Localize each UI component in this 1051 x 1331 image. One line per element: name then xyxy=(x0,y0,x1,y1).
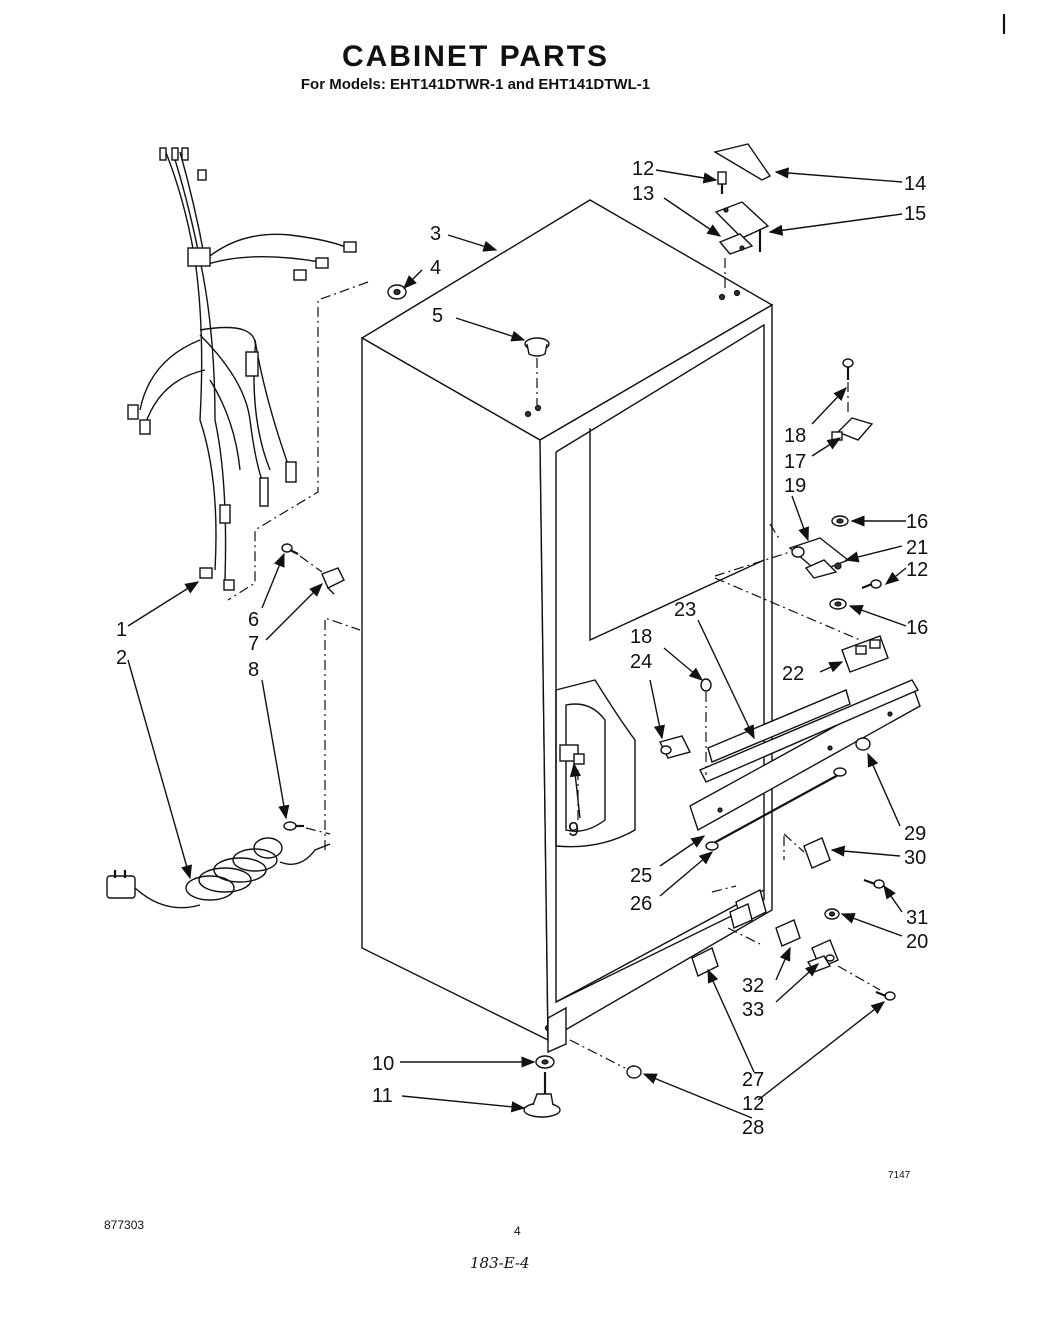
cabinet-body xyxy=(360,199,774,1042)
callout-18-lower: 18 xyxy=(630,626,652,648)
callout-15: 15 xyxy=(904,203,926,225)
callout-26: 26 xyxy=(630,893,652,915)
callout-11: 11 xyxy=(372,1085,393,1107)
rail-25 xyxy=(689,679,921,832)
handwritten-note: 183-E-4 xyxy=(470,1254,530,1272)
callout-30: 30 xyxy=(904,847,926,869)
plug-5 xyxy=(524,337,550,357)
screw-12-top xyxy=(717,171,727,194)
pad-30 xyxy=(803,837,831,869)
callout-8: 8 xyxy=(248,659,259,681)
callout-24: 24 xyxy=(630,651,652,673)
lower-hinge-33 xyxy=(806,939,839,973)
screw-12-lower xyxy=(875,990,896,1001)
callout-12-center: 12 xyxy=(906,559,928,581)
top-hinge-cover-14 xyxy=(713,143,772,181)
callout-22: 22 xyxy=(782,663,804,685)
callout-21: 21 xyxy=(906,537,928,559)
callout-4: 4 xyxy=(430,257,441,279)
rail-23 xyxy=(707,689,851,763)
callout-9: 9 xyxy=(568,819,579,841)
center-hinge-21 xyxy=(788,537,850,579)
page-number: 4 xyxy=(514,1224,521,1238)
block-22 xyxy=(841,635,889,673)
heater-26 xyxy=(705,767,847,851)
screw-6 xyxy=(281,543,299,555)
doc-number: 877303 xyxy=(104,1218,145,1232)
washer-16-upper xyxy=(831,515,849,527)
plug-29 xyxy=(855,737,871,751)
screw-8 xyxy=(283,821,304,831)
callout-32: 32 xyxy=(742,975,764,997)
clamp-7 xyxy=(321,567,345,595)
screw-18-upper xyxy=(842,358,854,380)
grommet-4 xyxy=(387,284,407,300)
callout-2: 2 xyxy=(116,647,127,669)
callout-7: 7 xyxy=(248,633,259,655)
sensor-9 xyxy=(559,744,585,765)
callout-17: 17 xyxy=(784,451,806,473)
callout-12-lower: 12 xyxy=(742,1093,764,1115)
callout-3: 3 xyxy=(430,223,441,245)
screw-31 xyxy=(863,878,885,889)
spacer-32 xyxy=(775,919,801,947)
callout-20: 20 xyxy=(906,931,928,953)
washer-16-lower xyxy=(829,598,847,610)
clip-24 xyxy=(658,735,692,759)
callout-25: 25 xyxy=(630,865,652,887)
callout-28: 28 xyxy=(742,1117,764,1139)
callout-1: 1 xyxy=(116,619,127,641)
callout-31: 31 xyxy=(906,907,928,929)
callout-16-upper: 16 xyxy=(906,511,928,533)
power-cord xyxy=(106,837,331,909)
callout-29: 29 xyxy=(904,823,926,845)
callout-labels: 1 2 3 4 5 6 7 8 9 10 11 12 13 14 15 16 1… xyxy=(116,158,928,1139)
callout-18-upper: 18 xyxy=(784,425,806,447)
top-hinge-15 xyxy=(714,201,770,255)
washer-20 xyxy=(824,908,840,920)
callout-6: 6 xyxy=(248,609,259,631)
callout-13: 13 xyxy=(632,183,654,205)
callout-10: 10 xyxy=(372,1053,394,1075)
callout-23: 23 xyxy=(674,599,696,621)
model-subtitle: For Models: EHT141DTWR-1 and EHT141DTWL-… xyxy=(300,76,651,93)
page-title: CABINET PARTS xyxy=(341,40,610,73)
callout-27: 27 xyxy=(742,1069,764,1091)
lower-hinge-bracket xyxy=(729,888,767,929)
callout-12-top: 12 xyxy=(632,158,654,180)
callout-19: 19 xyxy=(784,475,806,497)
drawing-code: 7147 xyxy=(888,1170,911,1181)
leveling-leg xyxy=(523,1055,561,1118)
wiring-harness xyxy=(127,147,357,591)
callout-5: 5 xyxy=(432,305,443,327)
callout-14: 14 xyxy=(904,173,926,195)
screw-12-center xyxy=(861,579,882,590)
plug-28 xyxy=(626,1065,642,1079)
screw-18-lower xyxy=(700,678,712,775)
callout-33: 33 xyxy=(742,999,764,1021)
callout-16-lower: 16 xyxy=(906,617,928,639)
bracket-17 xyxy=(831,417,874,441)
